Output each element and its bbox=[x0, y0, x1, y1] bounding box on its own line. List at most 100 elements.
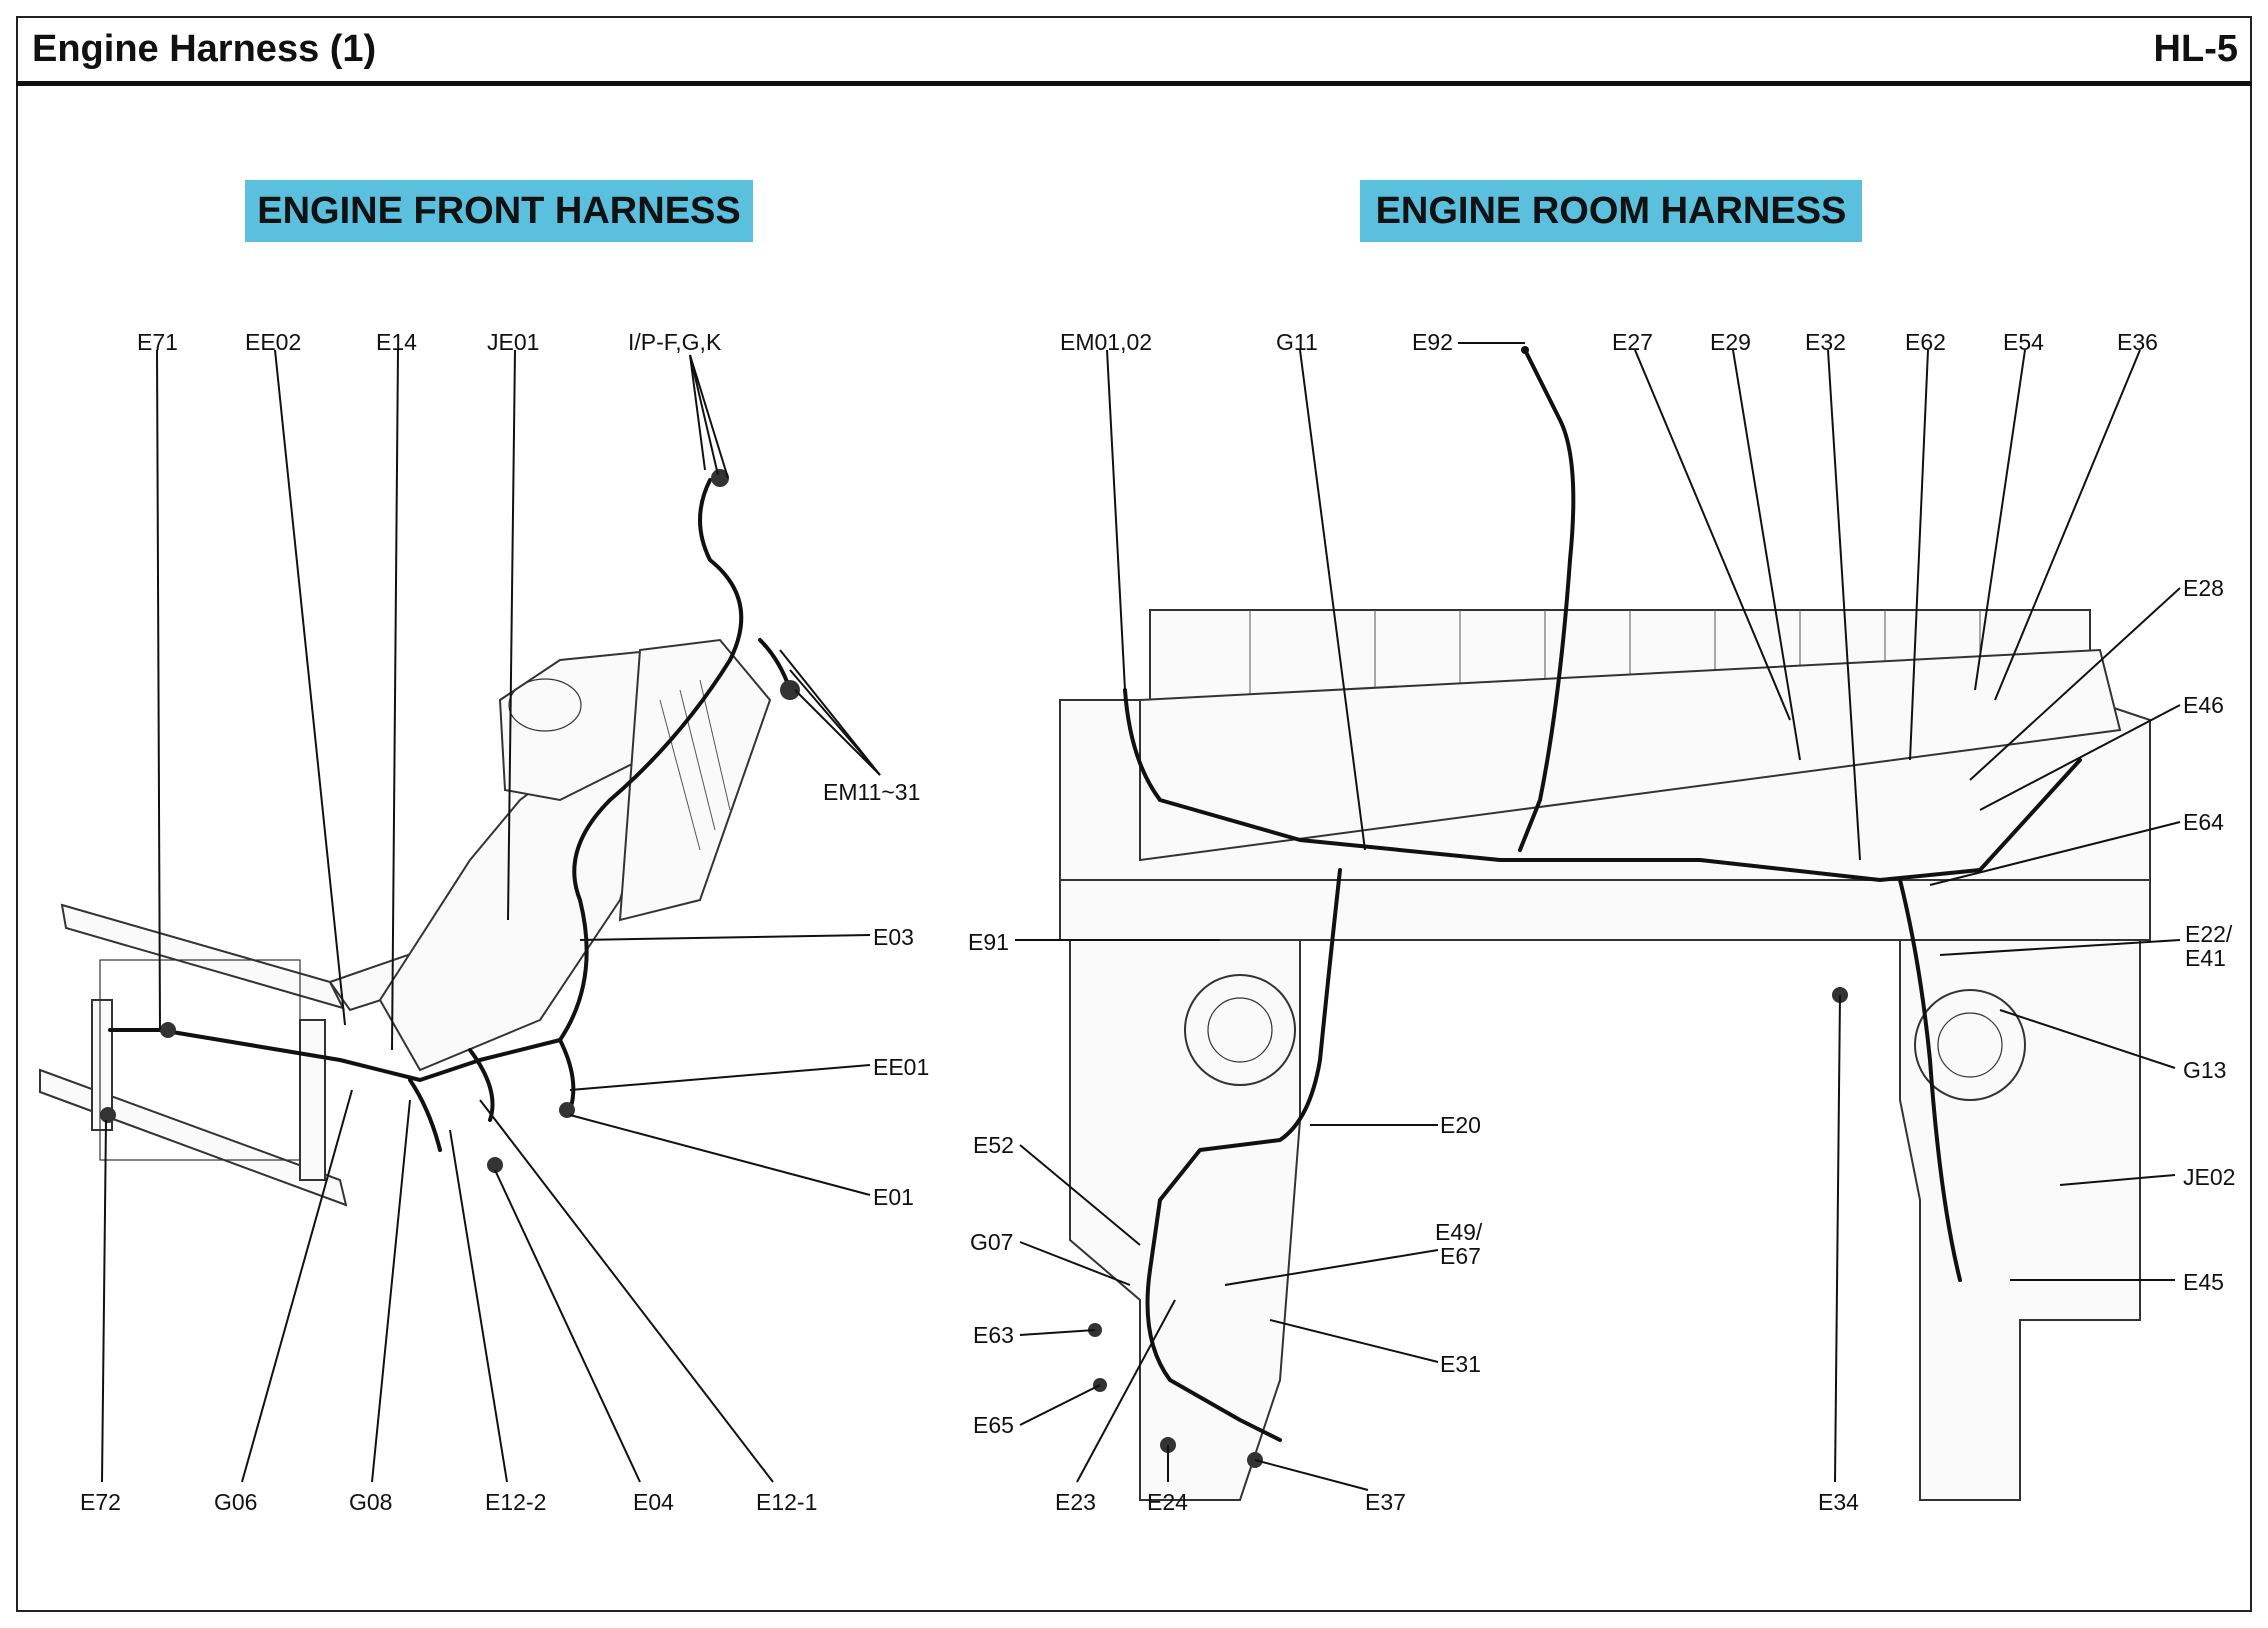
ip-connector bbox=[711, 469, 729, 487]
label-e20: E20 bbox=[1440, 1112, 1481, 1138]
room-harness-main-wire bbox=[1123, 688, 2082, 882]
radiator-core bbox=[299, 1019, 326, 1181]
cowl-side-member bbox=[618, 638, 772, 922]
leader-e04 bbox=[494, 1169, 641, 1483]
label-e71: E71 bbox=[137, 329, 178, 355]
leader-e54 bbox=[1974, 349, 2026, 691]
radiator-outline bbox=[99, 959, 301, 1161]
label-em01-02: EM01,02 bbox=[1060, 329, 1152, 355]
page-header: Engine Harness (1) HL-5 bbox=[16, 16, 2252, 86]
leader-ip-c bbox=[689, 354, 729, 479]
leader-g13 bbox=[1999, 1009, 2176, 1069]
leader-g11 bbox=[1299, 349, 1366, 851]
room-harness-e92-wire bbox=[1518, 348, 1576, 852]
label-e34: E34 bbox=[1818, 1489, 1859, 1515]
label-g11: G11 bbox=[1276, 329, 1318, 355]
front-harness-branch-e04 bbox=[408, 1078, 442, 1152]
leader-e12-2 bbox=[449, 1129, 508, 1483]
label-e03: E03 bbox=[873, 924, 914, 950]
label-e31: E31 bbox=[1440, 1351, 1481, 1377]
label-e46: E46 bbox=[2183, 692, 2224, 718]
e04-connector bbox=[487, 1157, 503, 1173]
leader-e28 bbox=[1969, 587, 2181, 781]
label-e92: E92 bbox=[1412, 329, 1453, 355]
label-e62: E62 bbox=[1905, 329, 1946, 355]
front-harness-branch-e01 bbox=[558, 1038, 576, 1112]
engine-room-harness-title: ENGINE ROOM HARNESS bbox=[1360, 180, 1862, 242]
leader-e27 bbox=[1634, 349, 1791, 721]
leader-ip-a bbox=[689, 354, 706, 471]
page-frame bbox=[16, 16, 2252, 1612]
label-e24: E24 bbox=[1147, 1489, 1188, 1515]
label-e91: E91 bbox=[968, 929, 1009, 955]
leader-e49-e67 bbox=[1224, 1249, 1439, 1286]
front-crossmember-lower bbox=[39, 1068, 348, 1207]
leader-em01-02 bbox=[1106, 349, 1126, 691]
label-e29: E29 bbox=[1710, 329, 1751, 355]
strut-mount-hole bbox=[508, 678, 582, 732]
leader-e62 bbox=[1909, 349, 1929, 761]
label-g08: G08 bbox=[349, 1489, 392, 1515]
label-e32: E32 bbox=[1805, 329, 1846, 355]
leader-e36 bbox=[1994, 349, 2141, 701]
label-g07: G07 bbox=[970, 1229, 1013, 1255]
label-e12-2: E12-2 bbox=[485, 1489, 546, 1515]
label-e54: E54 bbox=[2003, 329, 2044, 355]
label-e28: E28 bbox=[2183, 575, 2224, 601]
room-harness-right-branch bbox=[1898, 878, 1962, 1282]
leader-e37 bbox=[1254, 1459, 1369, 1491]
room-harness-drawing: EM01,02 G11 E92 E27 E29 E32 E62 E54 E36 … bbox=[968, 329, 2235, 1515]
front-harness-riser-wire bbox=[558, 658, 732, 1042]
leader-e64 bbox=[1929, 821, 2181, 886]
label-g06: G06 bbox=[214, 1489, 257, 1515]
room-harness-left-branch bbox=[1145, 868, 1342, 1442]
label-e63: E63 bbox=[973, 1322, 1014, 1348]
label-ee01: EE01 bbox=[873, 1054, 929, 1080]
page-title: Engine Harness (1) bbox=[32, 28, 377, 70]
leader-e29 bbox=[1732, 349, 1801, 761]
leader-e12-1 bbox=[479, 1099, 774, 1483]
label-je01: JE01 bbox=[487, 329, 539, 355]
label-e41: E41 bbox=[2185, 945, 2226, 971]
front-harness-main-wire bbox=[108, 1028, 562, 1082]
label-e01: E01 bbox=[873, 1184, 914, 1210]
label-em11-31: EM11~31 bbox=[823, 779, 920, 805]
engine-front-harness-title: ENGINE FRONT HARNESS bbox=[245, 180, 753, 242]
leader-g07 bbox=[1019, 1241, 1131, 1286]
label-e49: E49/ bbox=[1435, 1219, 1483, 1245]
left-strut-tower bbox=[1184, 974, 1296, 1086]
leader-e71 bbox=[156, 349, 161, 1031]
leader-je02 bbox=[2059, 1174, 2176, 1186]
label-e64: E64 bbox=[2183, 809, 2224, 835]
lower-dash-panel bbox=[1059, 879, 2151, 941]
leader-g06 bbox=[241, 1089, 353, 1483]
label-je02: JE02 bbox=[2183, 1164, 2235, 1190]
label-ip-fgk: I/P-F,G,K bbox=[628, 329, 722, 355]
e71-connector bbox=[160, 1022, 176, 1038]
leader-em-b bbox=[789, 669, 881, 776]
leader-e22-e41 bbox=[1939, 939, 2181, 956]
label-ee02: EE02 bbox=[245, 329, 301, 355]
leader-g08 bbox=[371, 1099, 411, 1483]
leader-ip-b bbox=[689, 354, 719, 476]
front-harness-drawing: E71 EE02 E14 JE01 I/P-F,G,K EM11~31 E03 … bbox=[39, 329, 929, 1515]
leader-e23 bbox=[1076, 1299, 1176, 1483]
leader-e63 bbox=[1019, 1329, 1096, 1336]
cowl-cross-panel bbox=[1139, 648, 2122, 862]
leader-e65 bbox=[1019, 1384, 1101, 1426]
e72-connector bbox=[100, 1107, 116, 1123]
left-support-post bbox=[91, 999, 113, 1131]
front-crossmember-upper bbox=[60, 903, 345, 1010]
e01-connector bbox=[559, 1102, 575, 1118]
label-e72: E72 bbox=[80, 1489, 121, 1515]
leader-em-c bbox=[794, 689, 881, 776]
label-e36: E36 bbox=[2117, 329, 2158, 355]
label-e23: E23 bbox=[1055, 1489, 1096, 1515]
label-e12-1: E12-1 bbox=[756, 1489, 817, 1515]
leader-je01 bbox=[507, 349, 516, 921]
label-e67: E67 bbox=[1440, 1243, 1481, 1269]
page-code: HL-5 bbox=[2153, 28, 2238, 70]
label-e14: E14 bbox=[376, 329, 417, 355]
label-e22: E22/ bbox=[2185, 921, 2233, 947]
